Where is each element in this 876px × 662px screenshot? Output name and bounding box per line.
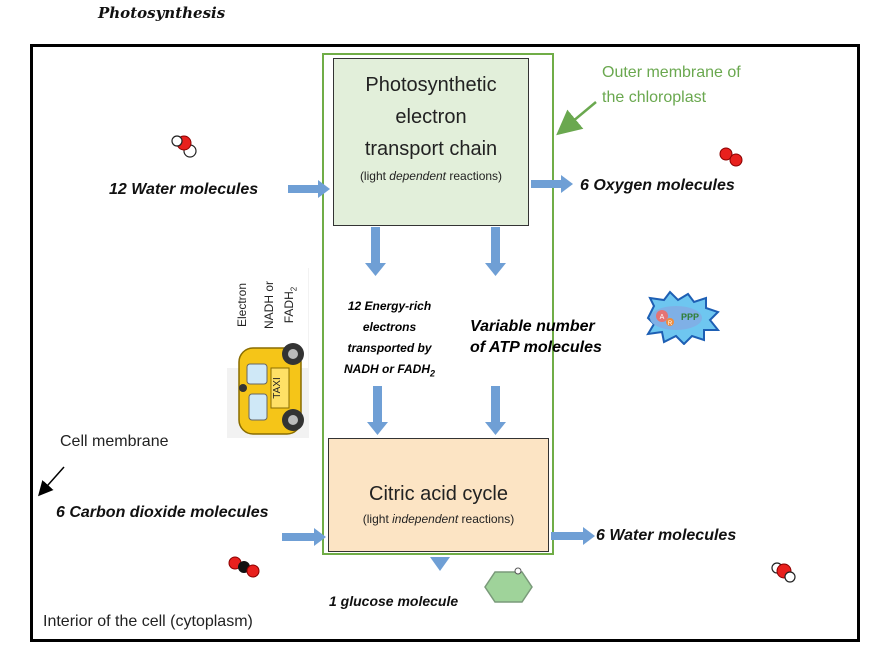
svg-text:TAXI: TAXI [272,377,283,398]
cac-title: Citric acid cycle [369,483,508,505]
etc-subtitle: (light dependent reactions) [359,169,503,183]
taxi-image: Electron NADH or FADH2 TAXI [226,268,309,438]
oxygen-out-arrow [531,175,573,193]
cac-subtitle: (light independent reactions) [362,512,515,526]
water-out-arrow [551,527,595,545]
cac-down-arrow-right [485,386,506,435]
water-output-label: 6 Water molecules [596,527,737,544]
svg-text:PPP: PPP [681,312,699,322]
oxygen-molecule-icon [719,147,743,167]
outer-membrane-label: Outer membrane of the chloroplast [602,64,741,106]
energy-electrons-label: 12 Energy-rich electrons transported by … [343,299,435,379]
etc-title-line2: electron [395,106,467,128]
glucose-label: 1 glucose molecule [329,593,459,609]
atp-molecule-icon: A R PPP [646,290,721,345]
etc-down-arrow-right [485,227,506,276]
chloroplast-outer-membrane [322,53,554,555]
etc-title-line1: Photosynthetic [365,74,497,96]
atp-molecules-label: Variable number of ATP molecules [470,318,602,356]
co2-input-label: 6 Carbon dioxide molecules [56,504,269,521]
water-molecule-icon-right [771,562,796,583]
water-in-arrow [288,180,330,198]
co2-in-arrow [282,528,326,546]
taxi-car-icon: TAXI [238,343,304,435]
oxygen-output-label: 6 Oxygen molecules [580,177,735,194]
svg-text:R: R [668,321,673,327]
etc-title: Photosynthetic electron transport chain [334,69,528,165]
electron-transport-chain-box: Photosynthetic electron transport chain … [333,58,529,226]
cell-membrane-border [30,44,860,642]
water-molecule-icon-left [171,135,197,158]
glucose-arrow [430,557,450,571]
etc-down-arrow-left [365,227,386,276]
cytoplasm-label: Interior of the cell (cytoplasm) [43,613,253,630]
cell-membrane-label: Cell membrane [60,433,169,450]
svg-text:A: A [660,314,665,321]
citric-acid-cycle-box: Citric acid cycle (light independent rea… [328,438,549,552]
outer-membrane-pointer [556,101,597,136]
water-input-label: 12 Water molecules [109,181,259,198]
etc-title-line3: transport chain [364,138,498,160]
co2-molecule-icon [228,556,260,578]
glucose-hexagon-icon [484,567,533,603]
page-title: Photosynthesis [98,4,226,22]
cac-down-arrow-left [367,386,388,435]
cell-membrane-pointer [38,466,65,497]
